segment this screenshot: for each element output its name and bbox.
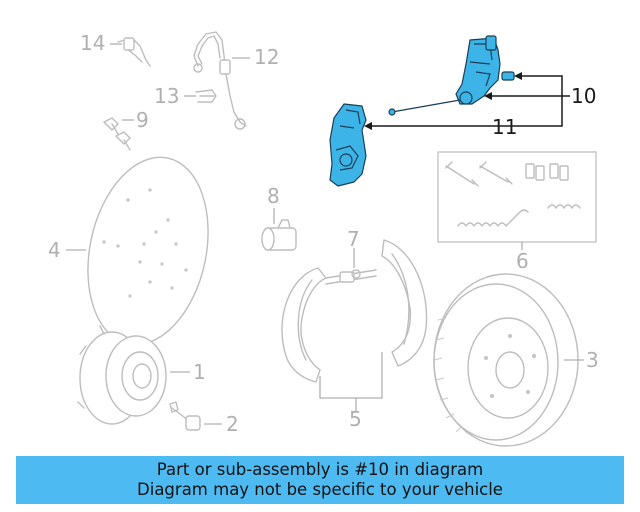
part-1-hub[interactable]: [77, 325, 190, 425]
part-2-bolt[interactable]: [169, 401, 222, 431]
callout-12: 12: [254, 45, 279, 69]
part-5-brake-shoes[interactable]: [281, 239, 428, 412]
part-7-adjuster[interactable]: [325, 248, 377, 285]
part-13-bracket[interactable]: [184, 89, 217, 103]
callout-11: 11: [492, 115, 517, 139]
part-6-hardware-kit[interactable]: [437, 151, 597, 250]
callout-4: 4: [48, 238, 61, 262]
callout-2: 2: [226, 412, 239, 436]
callout-5: 5: [349, 407, 362, 431]
part-10-actuator[interactable]: [388, 35, 515, 116]
callout-6: 6: [516, 249, 529, 273]
callout-8: 8: [267, 184, 280, 208]
banner-line-part: Part or sub-assembly is #10 in diagram: [156, 460, 484, 479]
part-4-backing-plate[interactable]: [66, 146, 224, 356]
part-14-speed-sensor[interactable]: [110, 37, 151, 67]
info-banner: Part or sub-assembly is #10 in diagram D…: [16, 456, 624, 504]
callout-1: 1: [193, 360, 206, 384]
callout-3: 3: [586, 348, 599, 372]
part-12-brake-hose[interactable]: [193, 31, 250, 130]
parts-diagram: 14 12 13 9 4 1 2 8 7 5 6 3 10 11: [48, 31, 599, 447]
callout-13: 13: [154, 84, 179, 108]
callout-7: 7: [347, 227, 360, 251]
callout-9: 9: [136, 108, 149, 132]
part-3-brake-drum[interactable]: [433, 273, 584, 447]
banner-line-disclaimer: Diagram may not be specific to your vehi…: [137, 480, 503, 499]
part-8-wheel-cylinder[interactable]: [261, 208, 297, 251]
part-9-bolts[interactable]: [103, 117, 134, 151]
callout-10: 10: [571, 84, 596, 108]
callout-14: 14: [80, 31, 105, 55]
part-11-caliper[interactable]: [329, 103, 367, 187]
